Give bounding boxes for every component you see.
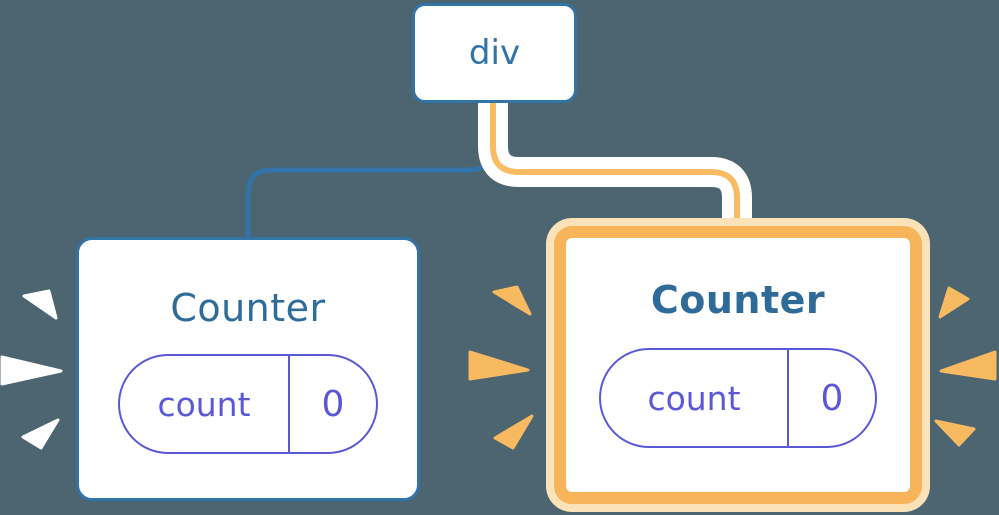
root-node-div: div bbox=[412, 3, 577, 103]
edge-to-right-counter-highlighted bbox=[490, 103, 740, 230]
spark-ray-icon bbox=[492, 285, 532, 316]
counter-card-right-highlighted: Counter count 0 bbox=[554, 226, 922, 504]
spark-ray-icon bbox=[938, 286, 970, 319]
state-key: count bbox=[647, 378, 741, 418]
state-pill: count 0 bbox=[118, 354, 378, 454]
root-node-label: div bbox=[468, 33, 521, 73]
spark-ray-icon bbox=[22, 289, 58, 320]
counter-title: Counter bbox=[170, 286, 326, 330]
edge-highlight-casing bbox=[478, 101, 752, 230]
spark-ray-icon bbox=[939, 350, 997, 381]
spark-burst-left-icon bbox=[0, 289, 63, 450]
counter-card-left: Counter count 0 bbox=[76, 237, 420, 501]
edge-to-left-counter bbox=[245, 103, 496, 240]
state-key: count bbox=[157, 384, 251, 424]
spark-ray-icon bbox=[493, 414, 534, 450]
state-pill: count 0 bbox=[599, 348, 877, 448]
state-value: 0 bbox=[787, 350, 875, 446]
state-value: 0 bbox=[288, 356, 376, 452]
spark-burst-right-icon bbox=[934, 286, 997, 447]
spark-burst-middle-icon bbox=[468, 285, 534, 450]
spark-ray-icon bbox=[468, 350, 530, 381]
spark-ray-icon bbox=[21, 418, 60, 450]
spark-ray-icon bbox=[934, 419, 976, 447]
spark-ray-icon bbox=[0, 355, 63, 386]
counter-title: Counter bbox=[650, 278, 826, 322]
